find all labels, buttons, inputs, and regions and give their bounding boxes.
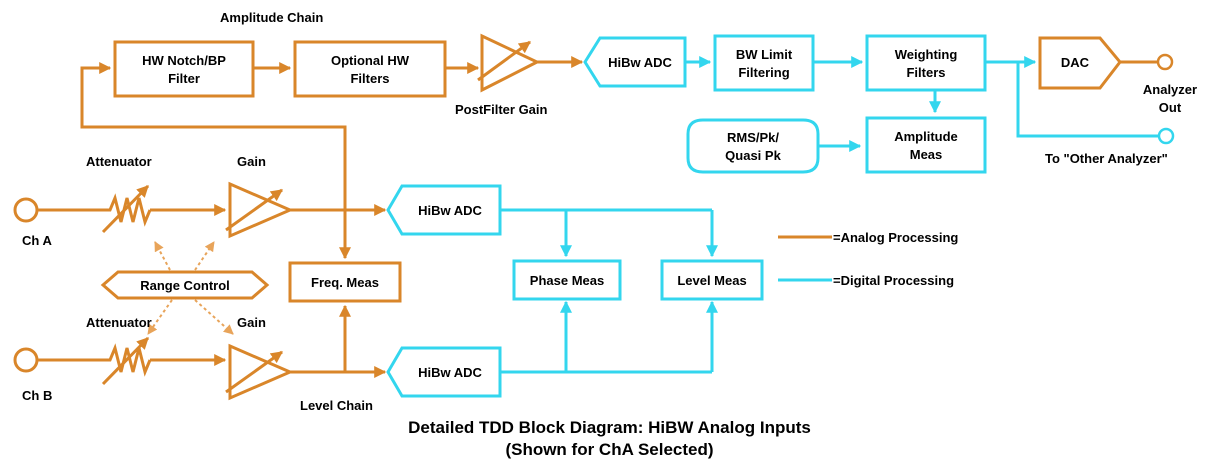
cha-attenuator-label: Attenuator — [86, 154, 152, 169]
hibw-adc-chb-label: HiBw ADC — [418, 365, 482, 380]
chb-gain-amplifier — [225, 343, 294, 401]
cha-attenuator — [100, 184, 152, 234]
cha-gain-amplifier — [225, 181, 294, 239]
optional-hw-filters-block: Optional HW Filters — [293, 40, 447, 98]
dac-label: DAC — [1061, 55, 1090, 70]
hibw-adc-top-label: HiBw ADC — [608, 55, 672, 70]
phase-meas-block: Phase Meas — [512, 259, 622, 301]
chb-input-terminal: Ch B — [13, 347, 52, 403]
level-chain-label: Level Chain — [300, 398, 373, 413]
chb-label: Ch B — [22, 388, 52, 403]
optional-hw-label-2: Filters — [350, 71, 389, 86]
hw-notch-filter-block: HW Notch/BP Filter — [113, 40, 255, 98]
legend-digital-label: =Digital Processing — [833, 273, 954, 288]
bw-limit-label-2: Filtering — [738, 65, 789, 80]
chb-gain-label: Gain — [237, 315, 266, 330]
range-control-label: Range Control — [140, 278, 230, 293]
level-meas-label: Level Meas — [677, 273, 746, 288]
digital-wires — [500, 56, 1160, 374]
postfilter-gain-amplifier: PostFilter Gain — [455, 33, 548, 117]
other-analyzer-label: To "Other Analyzer" — [1045, 151, 1168, 166]
weighting-filters-block: Weighting Filters — [865, 34, 987, 92]
hibw-adc-top: HiBw ADC — [583, 36, 687, 88]
freq-meas-block: Freq. Meas — [288, 261, 402, 303]
caption-title: Detailed TDD Block Diagram: HiBW Analog … — [408, 418, 811, 437]
weighting-label-2: Filters — [906, 65, 945, 80]
wire-to-other-analyzer — [1016, 62, 1160, 138]
optional-hw-label-1: Optional HW — [331, 53, 410, 68]
hibw-adc-chb: HiBw ADC — [386, 346, 502, 398]
rms-label-2: Quasi Pk — [725, 148, 781, 163]
analyzer-out-label-1: Analyzer — [1143, 82, 1197, 97]
cha-label: Ch A — [22, 233, 52, 248]
hibw-adc-cha-label: HiBw ADC — [418, 203, 482, 218]
hw-notch-label-2: Filter — [168, 71, 200, 86]
hw-notch-label-1: HW Notch/BP — [142, 53, 226, 68]
other-analyzer-terminal: To "Other Analyzer" — [1045, 127, 1175, 166]
amplitude-meas-label-1: Amplitude — [894, 129, 958, 144]
freq-meas-label: Freq. Meas — [311, 275, 379, 290]
range-control-arrows — [147, 241, 234, 335]
chb-attenuator — [100, 336, 152, 386]
caption-subtitle: (Shown for ChA Selected) — [505, 440, 714, 459]
amplitude-chain-label: Amplitude Chain — [220, 10, 323, 25]
wire-feedback-to-notch — [80, 62, 347, 213]
hibw-adc-cha: HiBw ADC — [386, 184, 502, 236]
rms-pk-block: RMS/Pk/ Quasi Pk — [686, 118, 820, 174]
analog-wires — [36, 56, 832, 378]
dac-block: DAC — [1038, 36, 1122, 90]
range-control-block: Range Control — [100, 270, 270, 300]
analyzer-out-label-2: Out — [1159, 100, 1182, 115]
cha-gain-label: Gain — [237, 154, 266, 169]
bw-limit-filtering-block: BW Limit Filtering — [713, 34, 815, 92]
amplitude-meas-block: Amplitude Meas — [865, 116, 987, 174]
amplitude-meas-label-2: Meas — [910, 147, 943, 162]
postfilter-gain-label: PostFilter Gain — [455, 102, 548, 117]
rms-label-1: RMS/Pk/ — [727, 130, 779, 145]
phase-meas-label: Phase Meas — [530, 273, 604, 288]
chb-attenuator-label: Attenuator — [86, 315, 152, 330]
cha-input-terminal: Ch A — [13, 197, 52, 248]
level-meas-block: Level Meas — [660, 259, 764, 301]
bw-limit-label-1: BW Limit — [736, 47, 793, 62]
legend-analog-label: =Analog Processing — [833, 230, 958, 245]
analyzer-out-terminal: Analyzer Out — [1143, 53, 1197, 115]
weighting-label-1: Weighting — [895, 47, 958, 62]
